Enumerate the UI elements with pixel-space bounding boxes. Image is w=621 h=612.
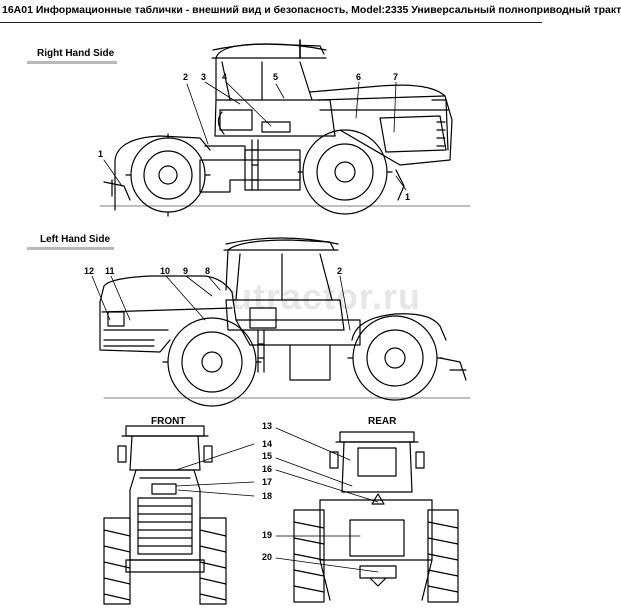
callout-numbers: 1 2 3 4 5 6 7 1 12 11 10 9 8 2 14 17 18 … (84, 72, 410, 562)
title-divider (0, 22, 542, 23)
callout-number: 1 (405, 192, 410, 202)
callout-number: 19 (262, 530, 272, 540)
callout-number: 11 (105, 266, 115, 276)
callout-number: 18 (262, 491, 272, 501)
rear-view-tractor (293, 431, 459, 603)
callout-number: 14 (262, 439, 272, 449)
tractor-illustrations: 1 2 3 4 5 6 7 1 12 11 10 9 8 2 14 17 18 … (84, 39, 471, 605)
callout-number: 12 (84, 266, 94, 276)
left-side-underline (27, 247, 114, 250)
parts-diagram-page: 16A01 Информационные таблички - внешний … (0, 4, 621, 605)
callout-number: 9 (183, 266, 188, 276)
left-side-callout-leaders (91, 275, 351, 331)
front-view-tractor (103, 425, 227, 605)
callout-number: 15 (262, 451, 272, 461)
rear-view-label: REAR (368, 416, 397, 427)
front-view-callout-leaders (175, 443, 255, 497)
watermark: utractor.ru (230, 276, 422, 317)
callout-number: 10 (160, 266, 170, 276)
callout-number: 5 (273, 72, 278, 82)
callout-number: 2 (183, 72, 188, 82)
left-side-tractor (99, 237, 471, 407)
callout-number: 13 (262, 421, 272, 431)
callout-number: 4 (222, 72, 227, 82)
rear-view-callout-leaders (275, 427, 379, 573)
right-side-tractor (99, 39, 471, 217)
document-title: 16A01 Информационные таблички - внешний … (2, 4, 621, 16)
callout-number: 17 (262, 477, 272, 487)
callout-number: 20 (262, 552, 272, 562)
right-side-label: Right Hand Side (37, 48, 115, 59)
callout-number: 2 (337, 266, 342, 276)
callout-number: 7 (393, 72, 398, 82)
left-side-label: Left Hand Side (40, 234, 111, 245)
front-view-label: FRONT (151, 416, 186, 427)
right-side-underline (27, 61, 117, 64)
right-side-callout-leaders (103, 81, 407, 191)
callout-number: 16 (262, 464, 272, 474)
callout-number: 1 (98, 149, 103, 159)
callout-number: 6 (356, 72, 361, 82)
callout-number: 8 (205, 266, 210, 276)
callout-number: 3 (201, 72, 206, 82)
